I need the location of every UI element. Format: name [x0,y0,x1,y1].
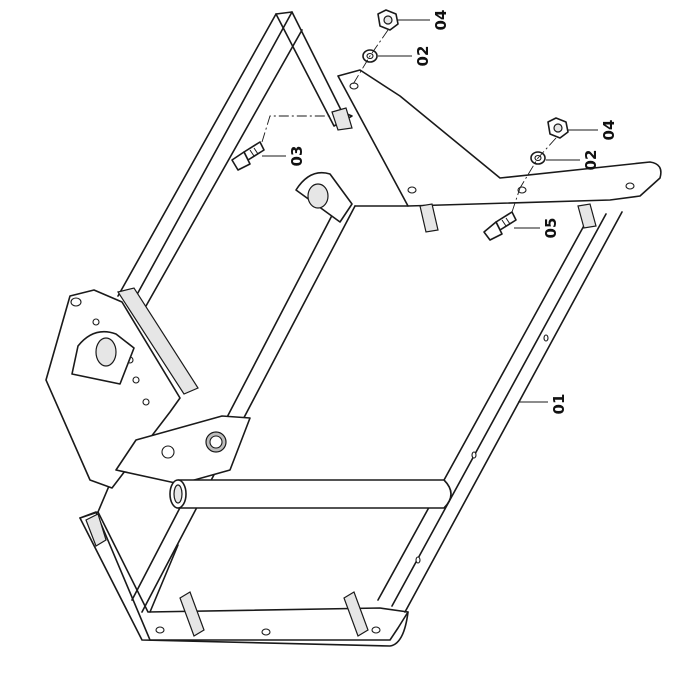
cross-tube [169,479,452,509]
leader-lines [262,19,598,403]
center-lug [295,171,353,223]
hardware [231,9,569,241]
upper-rail [117,11,353,395]
part-labels: 04 02 04 02 03 05 01 [288,10,618,415]
bolt-05 [483,211,517,241]
label-03: 03 [288,146,306,167]
label-04-top: 04 [432,10,450,31]
bolt-03 [231,141,265,171]
nut-04-top [377,9,399,31]
label-02-top: 02 [414,46,432,67]
nut-04-right [547,117,569,139]
main-frame [79,199,623,647]
label-04-right: 04 [600,120,618,141]
right-bracket [337,69,662,233]
label-02-right: 02 [582,150,600,171]
label-05: 05 [542,218,560,239]
label-01: 01 [550,394,568,415]
